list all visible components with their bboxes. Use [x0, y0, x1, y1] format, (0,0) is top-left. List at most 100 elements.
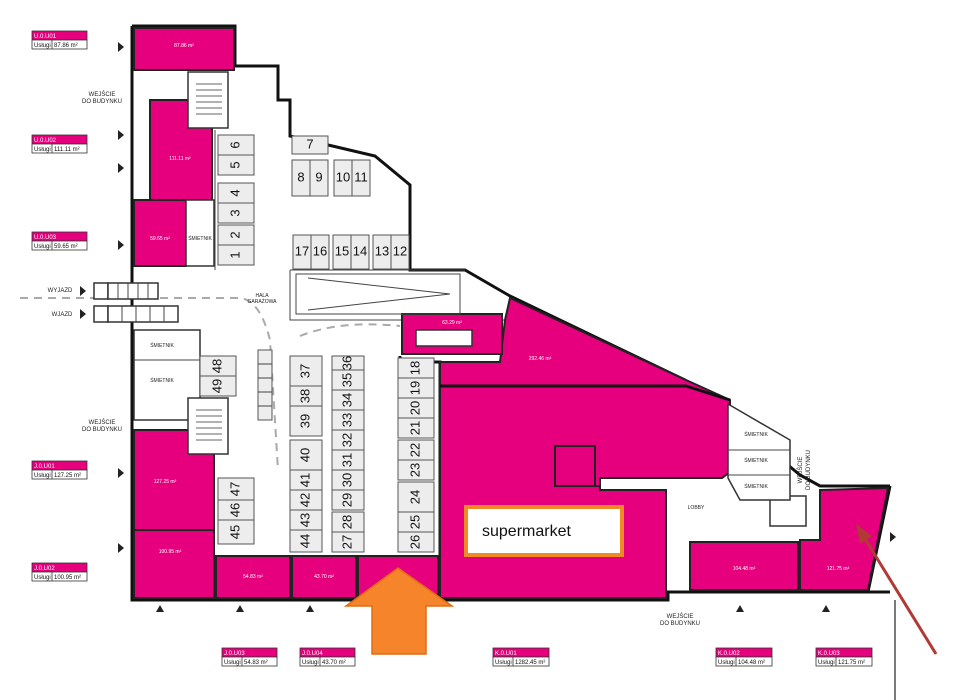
parking-spot-number: 42 [297, 493, 312, 507]
parking-spot[interactable] [332, 234, 352, 270]
parking-spot[interactable] [309, 159, 329, 197]
svg-text:104.48 m²: 104.48 m² [733, 566, 756, 572]
svg-text:111.11 m²: 111.11 m² [169, 156, 191, 162]
parking-spot-number: 29 [339, 493, 354, 507]
parking-spot[interactable] [331, 355, 365, 371]
parking-spot-number: 48 [209, 359, 224, 373]
parking-spot[interactable] [351, 159, 371, 197]
unit-label: Usługi [495, 660, 512, 666]
parking-spot-number: 41 [297, 473, 312, 487]
parking-spot-number: 5 [227, 161, 242, 168]
parking-spot[interactable] [217, 182, 255, 204]
parking-spot-number: 28 [339, 515, 354, 529]
garage-ramp [295, 273, 461, 315]
unit-code: U.0.U03 [34, 235, 57, 241]
unit-area: 121.75 m² [838, 660, 865, 666]
svg-text:ŚMIETNIK: ŚMIETNIK [150, 341, 174, 349]
parking-spot-number: 39 [297, 414, 312, 428]
unit-u01[interactable] [133, 27, 235, 71]
unit-tag-value-bg [221, 656, 278, 667]
svg-text:supermarket: supermarket [482, 523, 571, 540]
red-arrow-icon [856, 524, 938, 655]
svg-text:WEJŚCIE: WEJŚCIE [796, 457, 804, 484]
orange-arrow-icon [343, 567, 455, 655]
parking-spot[interactable] [331, 511, 365, 533]
parking-spot-number: 10 [336, 169, 350, 184]
svg-text:ŚMIETNIK: ŚMIETNIK [188, 234, 212, 242]
parking-spot-number: 34 [339, 393, 354, 407]
parking-spot[interactable] [292, 234, 312, 270]
svg-text:100.95 m²: 100.95 m² [159, 549, 182, 555]
svg-text:ŚMIETNIK: ŚMIETNIK [744, 430, 768, 438]
unit-u03[interactable] [133, 199, 187, 267]
unit-area: 59.65 m² [54, 244, 78, 250]
unit-code: J.0.U01 [34, 464, 55, 470]
parking-spot-number: 4 [227, 189, 242, 196]
parking-spot-number: 3 [227, 209, 242, 216]
parking-spot[interactable] [217, 519, 255, 545]
right-annex: ŚMIETNIK ŚMIETNIK ŚMIETNIK LOBBY 104.48 … [688, 402, 890, 591]
parking-spot-number: 22 [407, 443, 422, 457]
svg-text:WEJŚCIE: WEJŚCIE [89, 418, 116, 426]
unit-k03[interactable] [799, 486, 890, 591]
parking-spot[interactable] [372, 234, 392, 270]
unit-label: Usługi [34, 147, 51, 153]
parking-spot-number: 21 [407, 421, 422, 435]
parking-spot-number: 13 [375, 243, 389, 258]
unit-tag-value-bg [31, 240, 88, 251]
parking-spot[interactable] [397, 459, 435, 481]
unit-j03[interactable] [215, 555, 291, 599]
parking-spot-number: 49 [209, 379, 224, 393]
svg-text:GARAŻOWA: GARAŻOWA [248, 298, 278, 305]
parking-spot-number: 35 [339, 373, 354, 387]
unit-code: J.0.U04 [302, 651, 323, 657]
unit-tag-value-bg [715, 656, 773, 667]
parking-spot-number: 43 [297, 513, 312, 527]
svg-text:87.86 m²: 87.86 m² [174, 43, 194, 49]
parking-spot[interactable] [217, 134, 255, 156]
parking-spot-number: 16 [313, 243, 327, 258]
svg-text:63.29 m²: 63.29 m² [442, 320, 462, 326]
parking-spot-number: 37 [297, 364, 312, 378]
parking-spot[interactable] [199, 375, 237, 397]
parking-spot[interactable] [291, 135, 329, 155]
parking-spot-number: 32 [339, 433, 354, 447]
unit-tag-value-bg [31, 39, 88, 50]
unit-j04[interactable] [291, 555, 357, 599]
unit-area: 54.83 m² [244, 660, 268, 666]
parking-spot[interactable] [397, 417, 435, 439]
parking-spot[interactable] [289, 529, 323, 553]
parking-spot-number: 40 [297, 448, 312, 462]
parking-spot-number: 30 [339, 473, 354, 487]
parking-spot-number: 45 [227, 525, 242, 539]
svg-text:121.75 m²: 121.75 m² [827, 566, 850, 572]
svg-text:DO BUDYNKU: DO BUDYNKU [82, 99, 122, 105]
parking-spot-number: 9 [315, 169, 322, 184]
svg-text:292.46 m²: 292.46 m² [529, 356, 552, 362]
unit-tag-value-bg [299, 656, 356, 667]
parking-spot-number: 24 [407, 490, 422, 504]
unit-label: Usługi [34, 43, 51, 49]
parking-spot[interactable] [289, 405, 323, 437]
bike-racks [257, 349, 273, 421]
svg-text:DO BUDYNKU: DO BUDYNKU [806, 450, 812, 490]
parking-spot-number: 8 [297, 169, 304, 184]
supermarket-label[interactable]: supermarket [464, 505, 624, 557]
unit-tag-value-bg [31, 143, 88, 154]
svg-text:ŚMIETNIK: ŚMIETNIK [150, 376, 174, 384]
svg-text:WEJŚCIE: WEJŚCIE [667, 612, 694, 620]
parking-spot[interactable] [217, 477, 255, 501]
svg-text:WEJŚCIE: WEJŚCIE [89, 90, 116, 98]
unit-area: 43.70 m² [322, 660, 346, 666]
unit-j02[interactable] [133, 529, 215, 599]
driveway-markings [20, 297, 401, 471]
parking-spot[interactable] [397, 531, 435, 553]
parking-spot[interactable] [217, 224, 255, 246]
parking-spot[interactable] [289, 439, 323, 471]
unit-k02[interactable] [689, 541, 799, 591]
parking-spot-number: 23 [407, 463, 422, 477]
parking-spot-number: 26 [407, 535, 422, 549]
parking-spot-number: 2 [227, 231, 242, 238]
